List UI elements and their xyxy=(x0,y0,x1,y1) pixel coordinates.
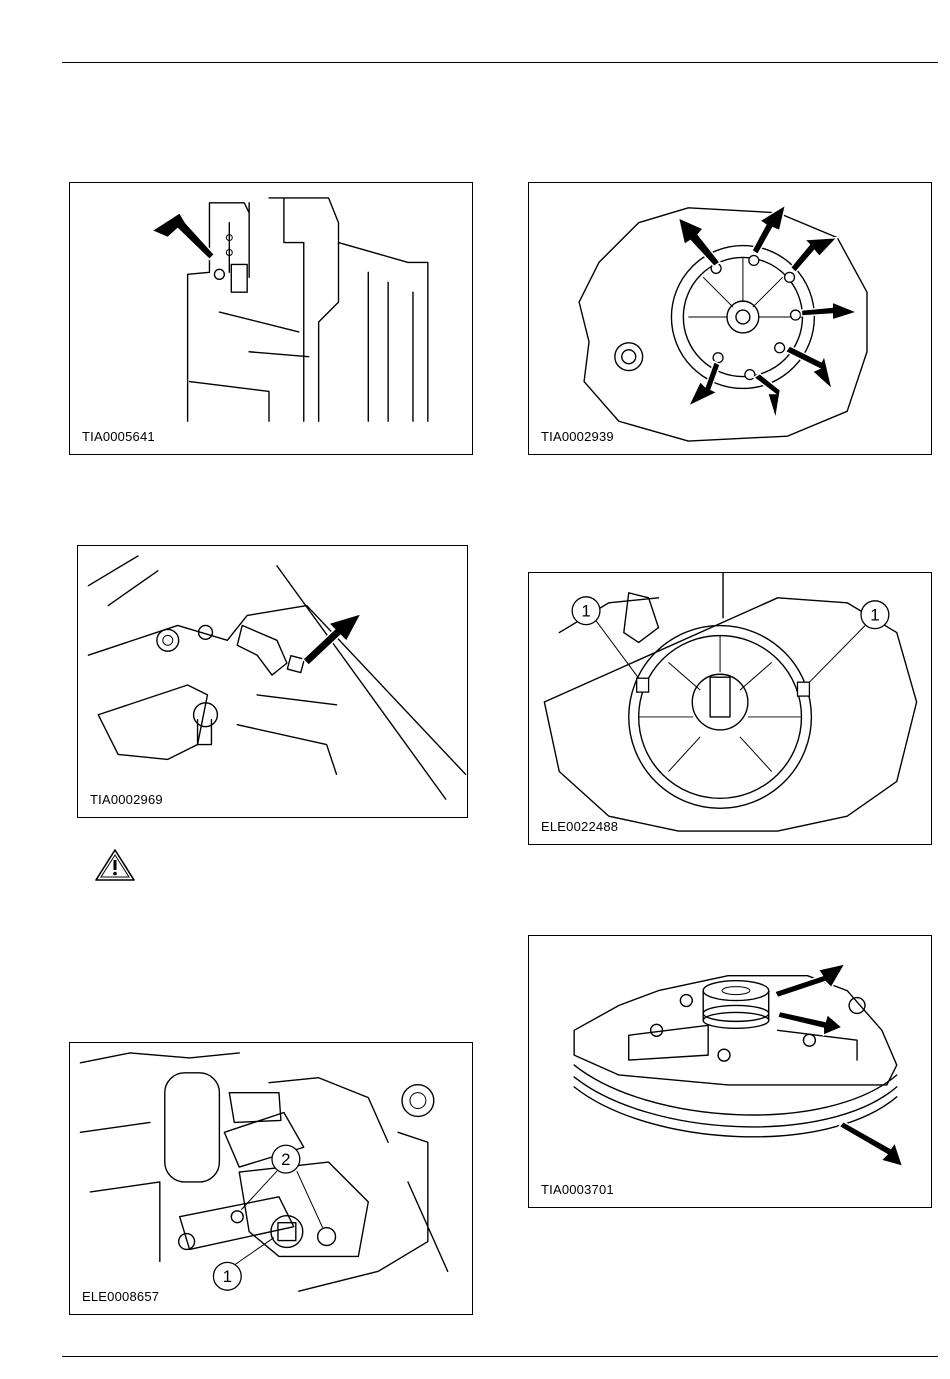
arrow-icon xyxy=(775,964,903,1167)
warning-triangle-icon xyxy=(94,848,136,882)
figure-illustration xyxy=(78,546,467,817)
header-rule xyxy=(62,62,938,63)
footer-rule xyxy=(62,1356,938,1357)
figure-illustration xyxy=(529,936,931,1207)
figure-ele0022488: 1 1 ELE0022488 xyxy=(528,572,932,845)
figure-illustration: 2 1 xyxy=(70,1043,472,1314)
figure-code: TIA0005641 xyxy=(82,429,155,444)
figure-illustration: 1 1 xyxy=(529,573,931,844)
svg-text:1: 1 xyxy=(223,1267,232,1286)
arrow-icon xyxy=(303,614,362,666)
figure-ele0008657: 2 1 ELE0008657 xyxy=(69,1042,473,1315)
svg-text:1: 1 xyxy=(870,606,879,625)
callout-right: 1 xyxy=(809,601,888,682)
callout-2: 2 xyxy=(241,1145,322,1227)
callout-left: 1 xyxy=(572,597,639,678)
figure-code: ELE0022488 xyxy=(541,819,618,834)
figure-tia0002939: TIA0002939 xyxy=(528,182,932,455)
figure-illustration xyxy=(70,183,472,454)
figure-code: TIA0003701 xyxy=(541,1182,614,1197)
figure-illustration xyxy=(529,183,931,454)
figure-code: TIA0002939 xyxy=(541,429,614,444)
svg-text:2: 2 xyxy=(281,1150,290,1169)
arrow-icon xyxy=(678,205,857,419)
figure-tia0003701: TIA0003701 xyxy=(528,935,932,1208)
figure-tia0005641: TIA0005641 xyxy=(69,182,473,455)
figure-tia0002969: TIA0002969 xyxy=(77,545,468,818)
svg-text:1: 1 xyxy=(581,602,590,621)
figure-code: ELE0008657 xyxy=(82,1289,159,1304)
figure-code: TIA0002969 xyxy=(90,792,163,807)
arrow-icon xyxy=(152,213,215,260)
